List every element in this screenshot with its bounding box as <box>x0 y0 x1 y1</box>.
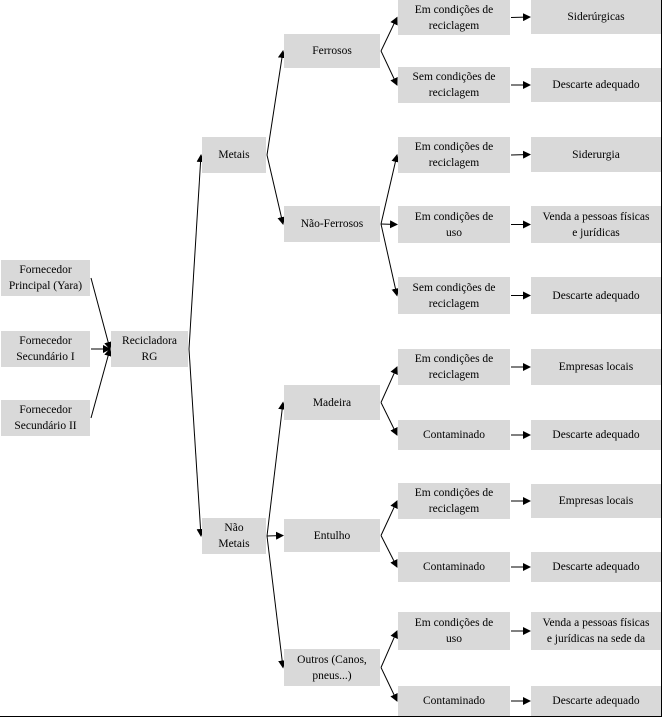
node-recicladora: Recicladora RG <box>111 331 188 367</box>
edge-nao-metais-to-outros <box>266 535 287 669</box>
node-ferrosos-sem-reciclagem: Sem condições de reciclagem <box>398 67 510 103</box>
node-fornecedor-secundario-1: Fornecedor Secundário I <box>1 331 90 367</box>
edge-nao-metais-to-entulho <box>266 531 284 540</box>
node-outros-uso: Em condições de uso <box>398 612 510 650</box>
node-metais: Metais <box>202 137 266 173</box>
node-fornecedor-secundario-2: Fornecedor Secundário II <box>1 400 90 436</box>
edge-nao-ferrosos-to-nf-reciclagem <box>380 154 400 225</box>
edge-ferrosos-to-ferrosos-sem-reciclagem <box>380 50 398 86</box>
edge-recicladora-to-metais <box>188 154 205 350</box>
node-dest-empresas-2: Empresas locais <box>531 484 661 518</box>
node-dest-descarte-3: Descarte adequado <box>531 420 661 450</box>
edge-metais-to-ferrosos <box>266 50 286 156</box>
node-ferrosos-reciclagem: Em condições de reciclagem <box>398 0 510 35</box>
node-outros-contaminado: Contaminado <box>398 686 510 716</box>
edge-fornecedor-principal-to-recicladora <box>90 277 113 350</box>
node-nao-metais: Não Metais <box>202 518 266 554</box>
node-dest-descarte-2: Descarte adequado <box>531 277 661 314</box>
node-outros: Outros (Canos, pneus...) <box>284 649 380 686</box>
edge-entulho-to-entulho-reciclagem <box>380 500 398 536</box>
node-dest-venda-2: Venda a pessoas físicas e jurídicas na s… <box>531 612 661 650</box>
node-dest-descarte-5: Descarte adequado <box>531 686 661 716</box>
node-madeira: Madeira <box>284 385 380 420</box>
edge-ferrosos-reciclagem-to-dest-siderurgicas <box>510 13 531 22</box>
edge-fornecedor-secundario-2-to-recicladora <box>90 348 112 419</box>
node-fornecedor-principal: Fornecedor Principal (Yara) <box>1 260 90 296</box>
edge-entulho-to-entulho-contaminado <box>380 535 398 568</box>
node-dest-siderurgicas: Siderúrgicas <box>531 0 661 34</box>
edge-outros-to-outros-uso <box>380 630 398 668</box>
node-ferrosos: Ferrosos <box>284 34 380 68</box>
node-dest-descarte-4: Descarte adequado <box>531 552 661 582</box>
node-entulho-reciclagem: Em condições de reciclagem <box>398 483 510 519</box>
edge-nf-reciclagem-to-dest-siderurgia <box>510 150 531 159</box>
node-nf-reciclagem: Em condições de reciclagem <box>398 137 510 173</box>
edge-outros-to-outros-contaminado <box>380 667 398 702</box>
node-madeira-contaminado: Contaminado <box>398 420 510 450</box>
edge-ferrosos-to-ferrosos-reciclagem <box>380 16 398 52</box>
edge-madeira-to-madeira-contaminado <box>380 402 398 436</box>
node-madeira-reciclagem: Em condições de reciclagem <box>398 349 510 385</box>
node-nf-sem-reciclagem: Sem condições de reciclagem <box>398 277 510 314</box>
edge-nao-metais-to-madeira <box>266 401 287 537</box>
node-dest-venda-1: Venda a pessoas físicas e jurídicas <box>531 206 661 243</box>
node-nf-uso: Em condições de uso <box>398 206 510 243</box>
edge-madeira-to-madeira-reciclagem <box>380 366 398 403</box>
node-dest-empresas-1: Empresas locais <box>531 349 661 385</box>
node-dest-descarte-1: Descarte adequado <box>531 68 661 102</box>
edge-nao-ferrosos-to-nf-uso <box>380 220 398 229</box>
edge-nao-ferrosos-to-nf-sem-reciclagem <box>380 223 400 297</box>
node-nao-ferrosos: Não-Ferrosos <box>284 206 380 242</box>
node-dest-siderurgia: Siderurgia <box>531 137 661 172</box>
edge-metais-to-nao-ferrosos <box>266 154 286 225</box>
edge-recicladora-to-nao-metais <box>188 348 205 537</box>
node-entulho-contaminado: Contaminado <box>398 552 510 582</box>
node-entulho: Entulho <box>284 519 380 552</box>
